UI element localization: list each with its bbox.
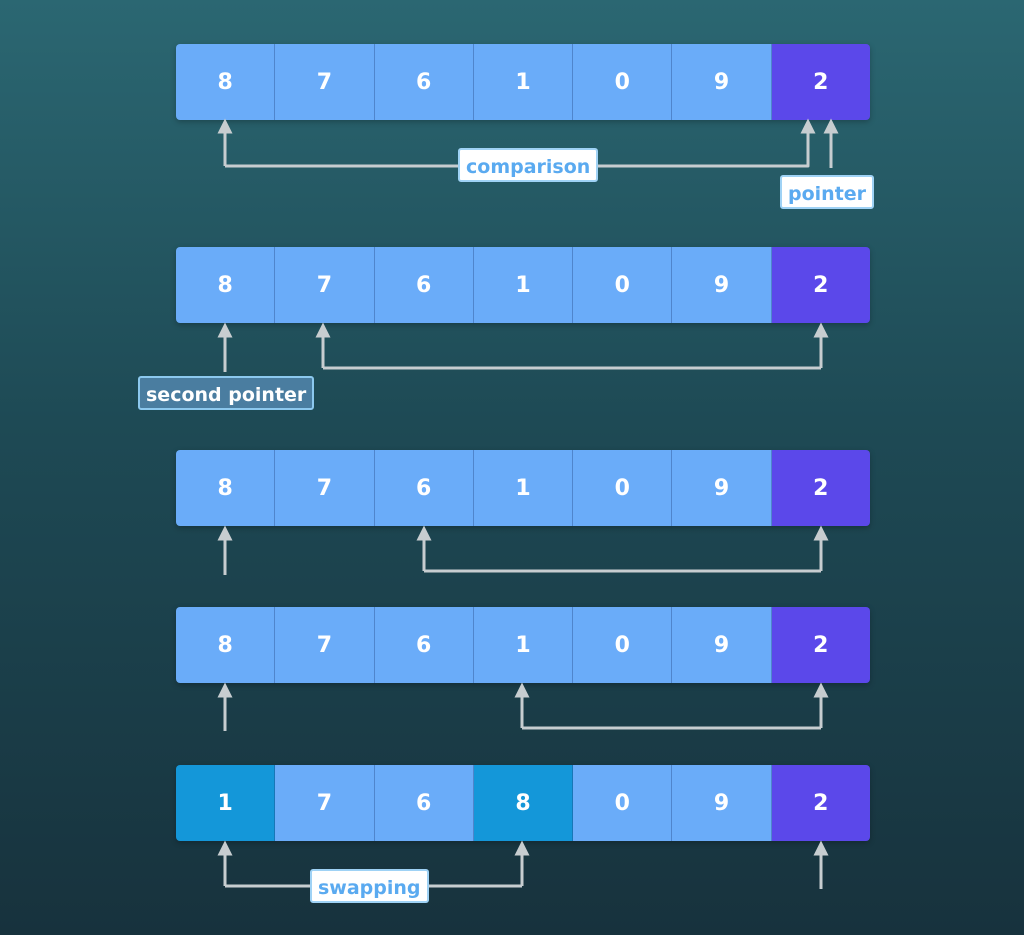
array-cell: 0 [573, 765, 673, 841]
array-cell: 7 [275, 765, 375, 841]
comparison-label: comparison [458, 148, 599, 182]
array-cell: 9 [672, 765, 772, 841]
array-cell: 6 [374, 765, 474, 841]
array-row-1: 8 7 6 1 0 9 2 [176, 44, 870, 120]
array-cell: 1 [473, 247, 574, 323]
array-cell: 7 [275, 450, 375, 526]
array-cell: 8 [176, 450, 276, 526]
array-cell: 0 [573, 44, 673, 120]
array-cell: 1 [473, 44, 574, 120]
array-cell: 9 [672, 44, 772, 120]
array-row-5: 1 7 6 8 0 9 2 [176, 765, 870, 841]
array-cell: 9 [672, 247, 772, 323]
pivot-cell: 2 [771, 247, 870, 323]
pivot-cell: 2 [771, 44, 870, 120]
array-cell: 9 [672, 450, 772, 526]
swapped-cell: 8 [473, 765, 574, 841]
array-cell: 6 [374, 450, 474, 526]
array-cell: 0 [573, 607, 673, 683]
array-cell: 6 [374, 247, 474, 323]
array-cell: 1 [473, 450, 574, 526]
second-pointer-label: second pointer [138, 376, 315, 410]
array-cell: 6 [374, 607, 474, 683]
array-cell: 1 [473, 607, 574, 683]
array-cell: 9 [672, 607, 772, 683]
swapped-cell: 1 [176, 765, 276, 841]
pivot-cell: 2 [771, 450, 870, 526]
swapping-label: swapping [310, 869, 429, 903]
array-cell: 7 [275, 44, 375, 120]
pointer-label: pointer [780, 175, 875, 209]
array-cell: 8 [176, 247, 276, 323]
array-cell: 7 [275, 607, 375, 683]
array-row-3: 8 7 6 1 0 9 2 [176, 450, 870, 526]
array-row-2: 8 7 6 1 0 9 2 [176, 247, 870, 323]
array-cell: 6 [374, 44, 474, 120]
pivot-cell: 2 [771, 607, 870, 683]
array-cell: 7 [275, 247, 375, 323]
array-row-4: 8 7 6 1 0 9 2 [176, 607, 870, 683]
array-cell: 8 [176, 44, 276, 120]
pivot-cell: 2 [771, 765, 870, 841]
array-cell: 0 [573, 247, 673, 323]
array-cell: 8 [176, 607, 276, 683]
array-cell: 0 [573, 450, 673, 526]
